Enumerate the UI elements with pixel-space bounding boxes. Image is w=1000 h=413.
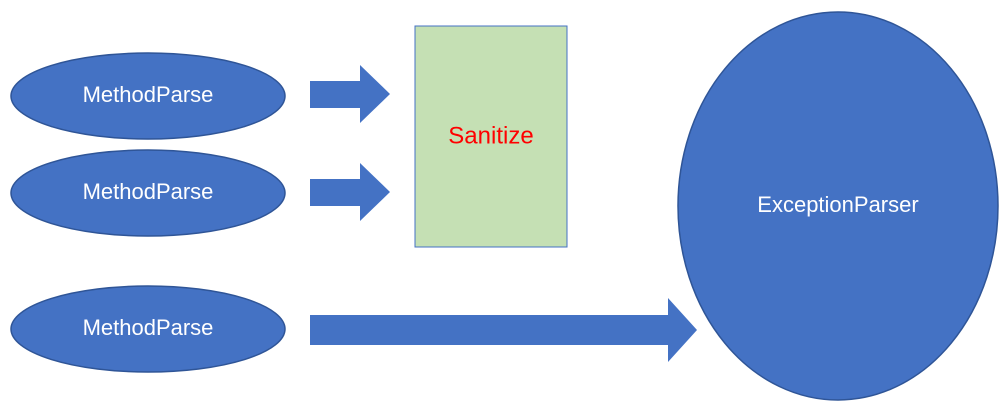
method-parse-node-3: MethodParse <box>10 285 286 373</box>
arrow-1 <box>310 65 390 123</box>
method-parse-3-label: MethodParse <box>83 315 214 340</box>
arrow-2 <box>310 163 390 221</box>
method-parse-2-label: MethodParse <box>83 179 214 204</box>
exception-parser-label: ExceptionParser <box>757 192 918 217</box>
method-parse-3-shape <box>10 285 286 373</box>
method-parse-node-2: MethodParse <box>10 149 286 237</box>
method-parse-node-1: MethodParse <box>10 52 286 140</box>
sanitize-node: Sanitize <box>414 25 568 248</box>
sanitize-box <box>414 25 568 248</box>
exception-parser-shape <box>677 11 999 401</box>
method-parse-1-shape <box>10 52 286 140</box>
method-parse-2-shape <box>10 149 286 237</box>
method-parse-1-label: MethodParse <box>83 82 214 107</box>
sanitize-label: Sanitize <box>448 122 533 149</box>
arrow-3 <box>310 298 697 362</box>
exception-parser-node: ExceptionParser <box>677 11 999 401</box>
